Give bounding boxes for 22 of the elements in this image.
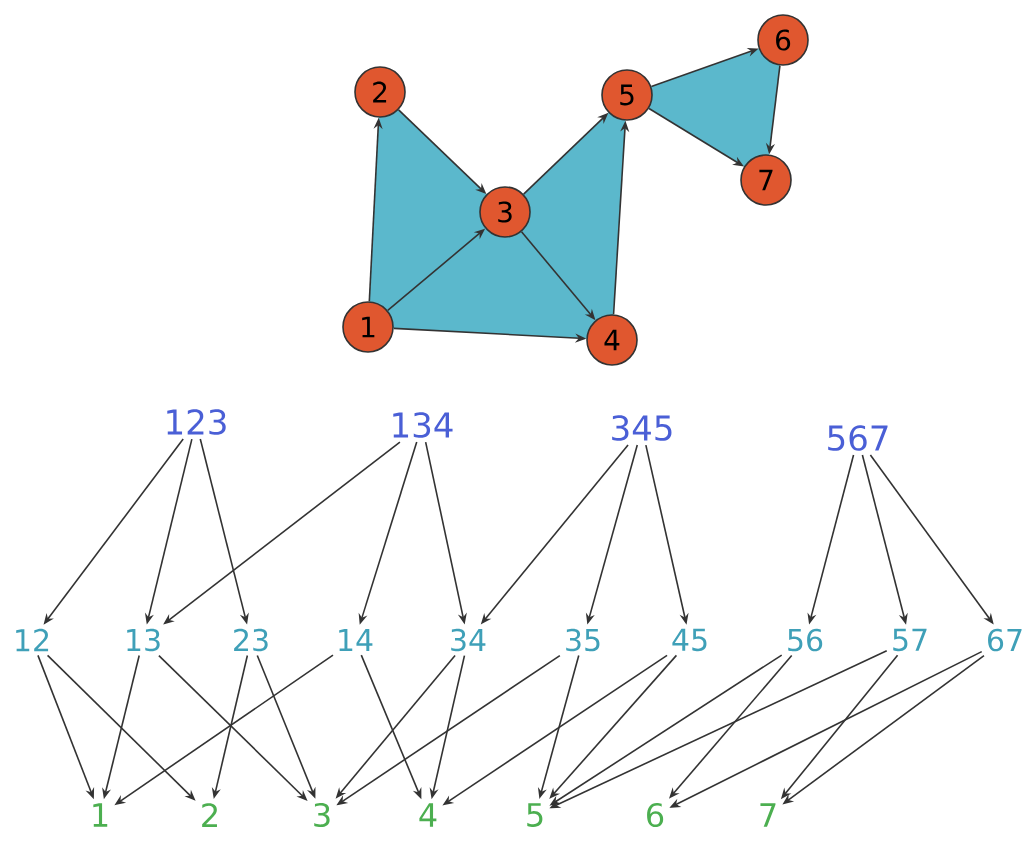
simplex-label: 45 — [672, 628, 707, 652]
simplex-label: 35 — [566, 628, 600, 652]
simplex-label: 13 — [127, 628, 160, 652]
simplex-label: 567 — [828, 425, 888, 451]
simplex-label: 6 — [647, 802, 664, 828]
simplex-label: 3 — [314, 802, 330, 828]
simplex-label: 14 — [339, 629, 373, 651]
simplex-label: 2 — [202, 803, 217, 827]
simplex-label: 123 — [167, 409, 226, 435]
simplex-label: 57 — [893, 628, 927, 652]
simplex-label: 67 — [988, 628, 1022, 652]
simplex-label: 4 — [419, 803, 437, 827]
simplex-label: 34 — [451, 628, 486, 652]
simplex-label: 56 — [788, 628, 823, 652]
simplex-label: 12 — [16, 628, 49, 652]
simplex-label: 134 — [393, 412, 453, 438]
simplex-label: 7 — [760, 803, 776, 827]
simplex-label: 1 — [93, 803, 108, 827]
simplex-label: 23 — [234, 628, 268, 652]
arrow — [549, 654, 678, 799]
simplex-label: 345 — [612, 415, 672, 441]
simplex-label: 5 — [527, 803, 543, 827]
